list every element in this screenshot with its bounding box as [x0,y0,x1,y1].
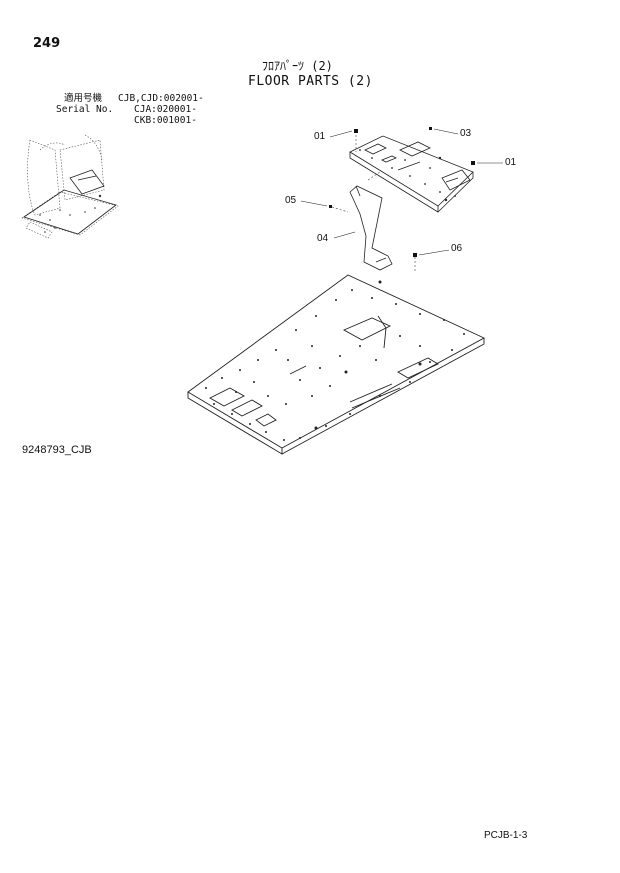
serial-label-japanese: 適用号機 [64,93,103,104]
leader-dashes [331,135,416,272]
upper-plate-holes [359,149,456,202]
machine-thumbnail [21,134,119,239]
serial-range: CJB,CJD:002001- [118,93,204,104]
callout-03: 03 [460,128,472,139]
callout-01: 01 [314,131,326,142]
serial-label-english: Serial No. [56,104,114,115]
upper-cover-plate [349,135,474,213]
title-japanese: ﾌﾛｱﾊﾟｰﾂ (2) [262,59,333,73]
callout-leaders [300,128,503,256]
page-code: PCJB-1-3 [484,830,528,841]
callout-04: 04 [317,233,329,244]
callout-06: 06 [451,243,463,254]
serial-range: CKB:001001- [134,115,197,126]
thumbnail-dots [39,194,102,233]
bracket-part [349,185,393,271]
floor-plate-holes [205,280,465,441]
floor-plate [187,274,486,455]
page-number: 249 [33,36,61,51]
serial-range: CJA:020001- [134,104,197,115]
callout-01: 01 [505,157,517,168]
callout-05: 05 [285,195,297,206]
title-english: FLOOR PARTS (2) [248,74,373,89]
drawing-id: 9248793_CJB [22,444,92,456]
thumbnail-floor-highlight [23,169,117,235]
bolt-icon [329,127,475,257]
